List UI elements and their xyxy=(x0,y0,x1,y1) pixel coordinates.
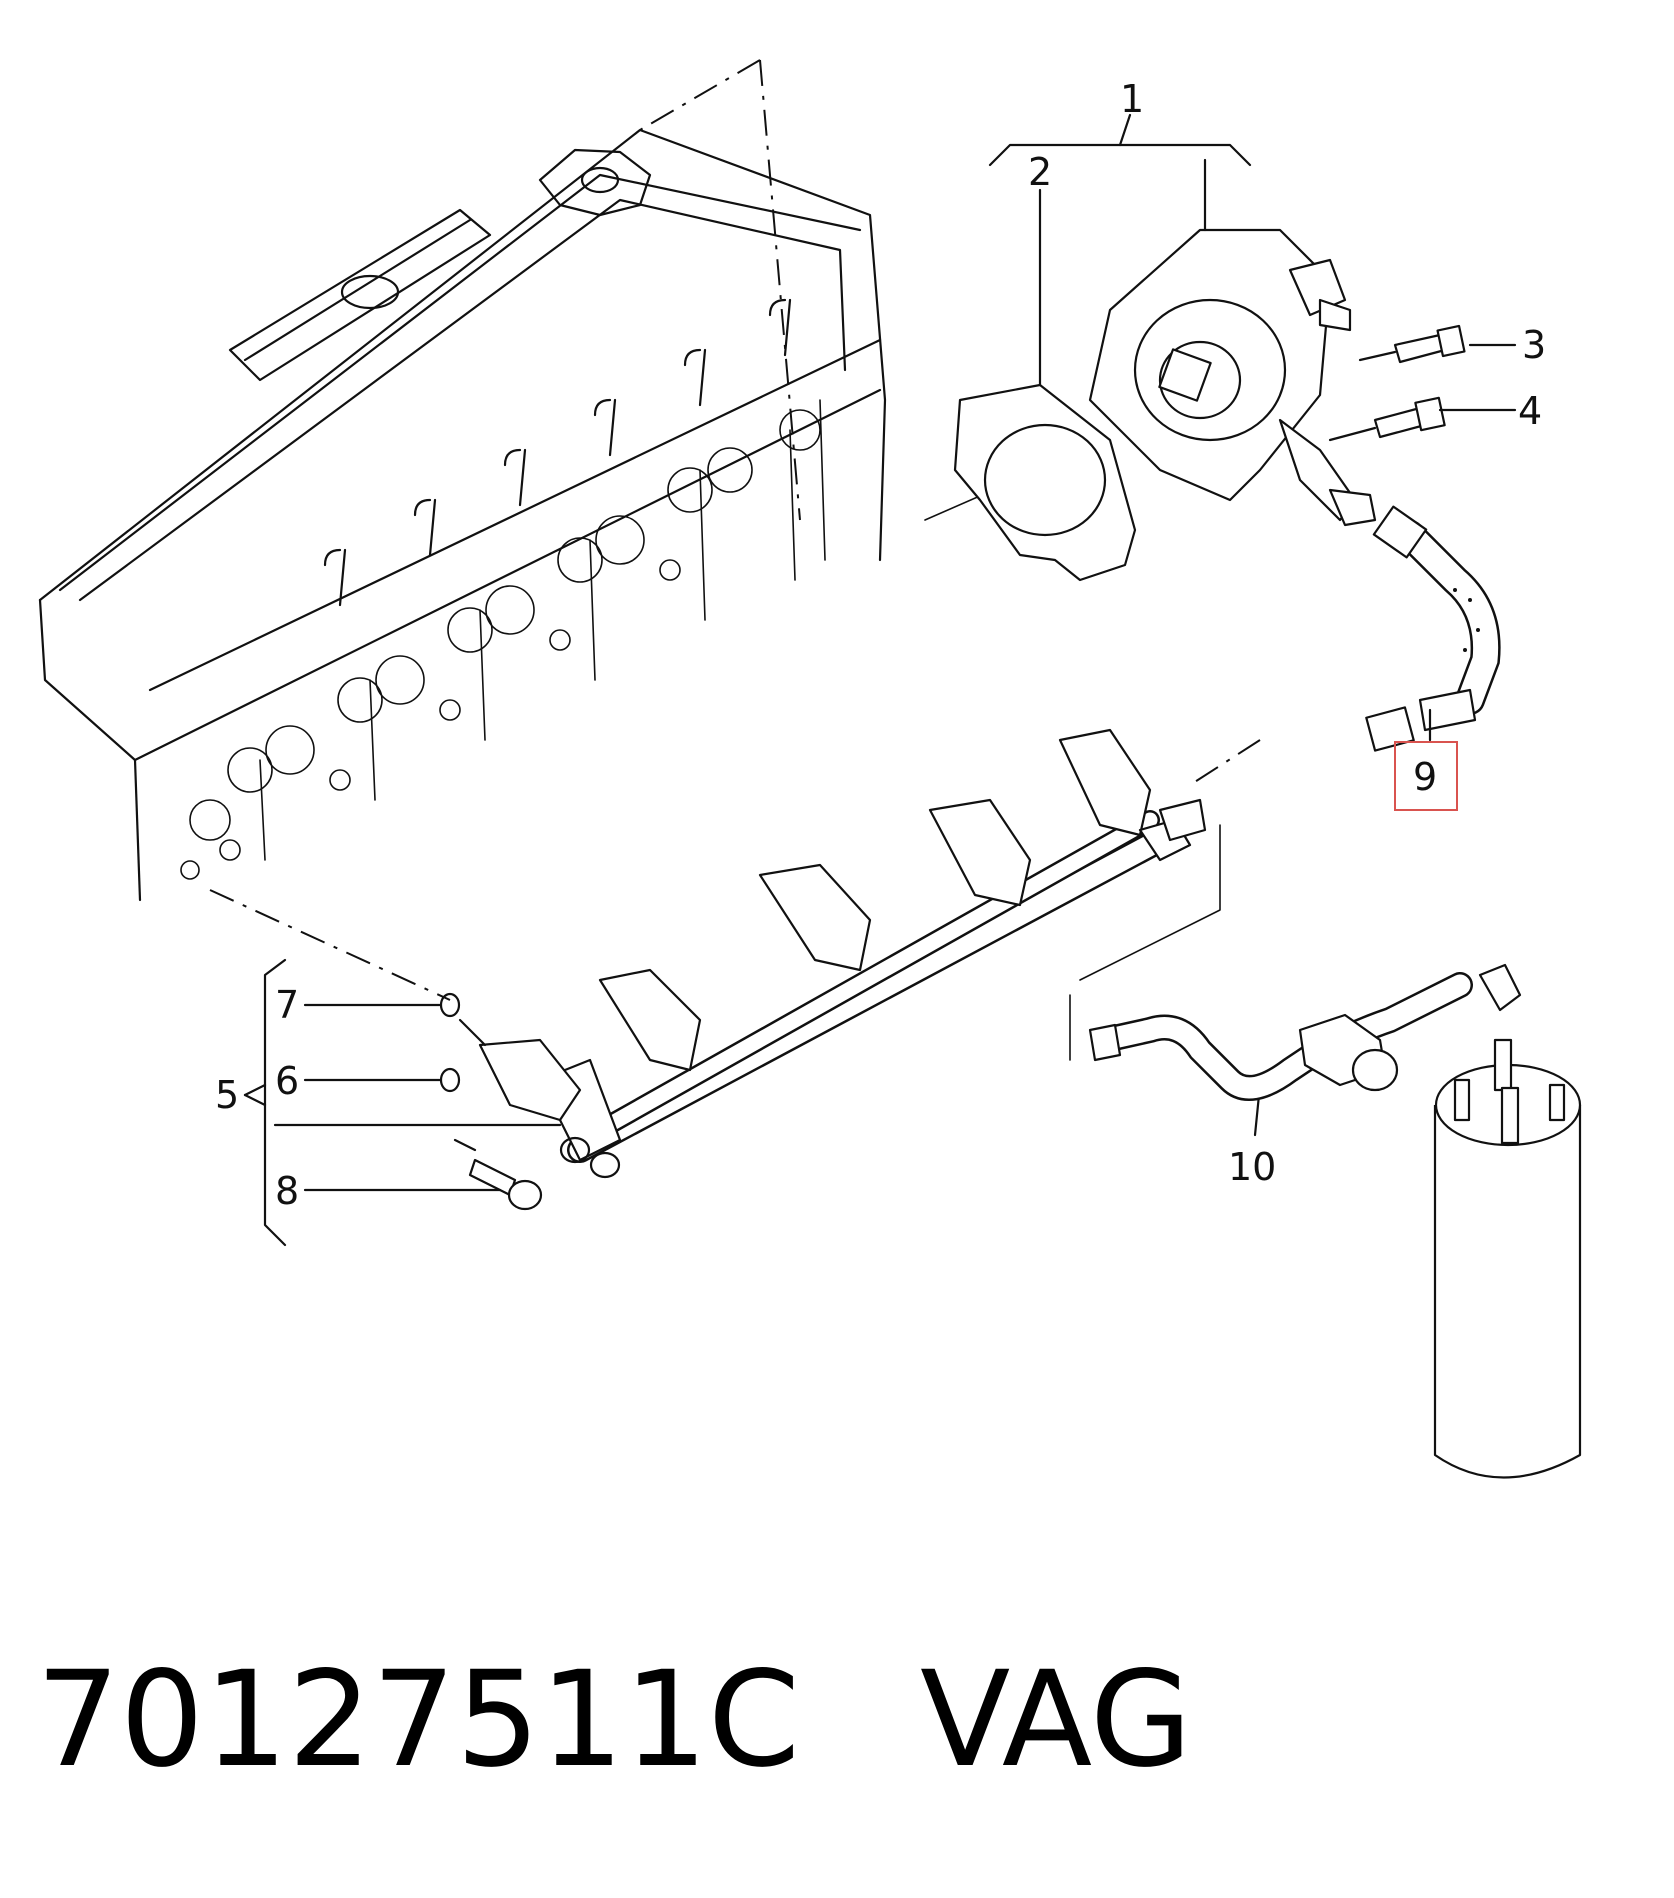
footer-caption: 70127511C VAG xyxy=(36,1640,1636,1800)
callout-3: 3 xyxy=(1522,323,1546,367)
seal-7 xyxy=(439,992,461,1018)
vacuum-pump xyxy=(1088,228,1377,527)
bolt-8 xyxy=(453,1138,543,1211)
vacuum-pipe xyxy=(1088,963,1522,1101)
vacuum-hose xyxy=(1365,505,1501,752)
brand-name: VAG xyxy=(920,1643,1193,1797)
seal-6 xyxy=(439,1067,461,1093)
callout-9: 9 xyxy=(1413,755,1437,799)
gasket xyxy=(953,383,1137,582)
callout-4: 4 xyxy=(1518,389,1542,433)
highlight-box xyxy=(1394,741,1458,811)
callout-8: 8 xyxy=(275,1169,299,1213)
callout-7: 7 xyxy=(275,983,299,1027)
callout-10: 10 xyxy=(1228,1145,1276,1189)
callout-6: 6 xyxy=(275,1059,299,1103)
callout-2: 2 xyxy=(1028,150,1052,194)
bolt-3 xyxy=(1358,324,1466,364)
vacuum-reservoir xyxy=(1433,1038,1582,1479)
callout-5: 5 xyxy=(215,1073,239,1117)
injector-rail xyxy=(538,728,1207,1179)
callout-1: 1 xyxy=(1120,77,1144,121)
injector-5 xyxy=(458,1018,582,1122)
part-number: 70127511C xyxy=(36,1643,801,1797)
engine-block xyxy=(38,128,887,902)
bolt-4 xyxy=(1328,396,1446,442)
